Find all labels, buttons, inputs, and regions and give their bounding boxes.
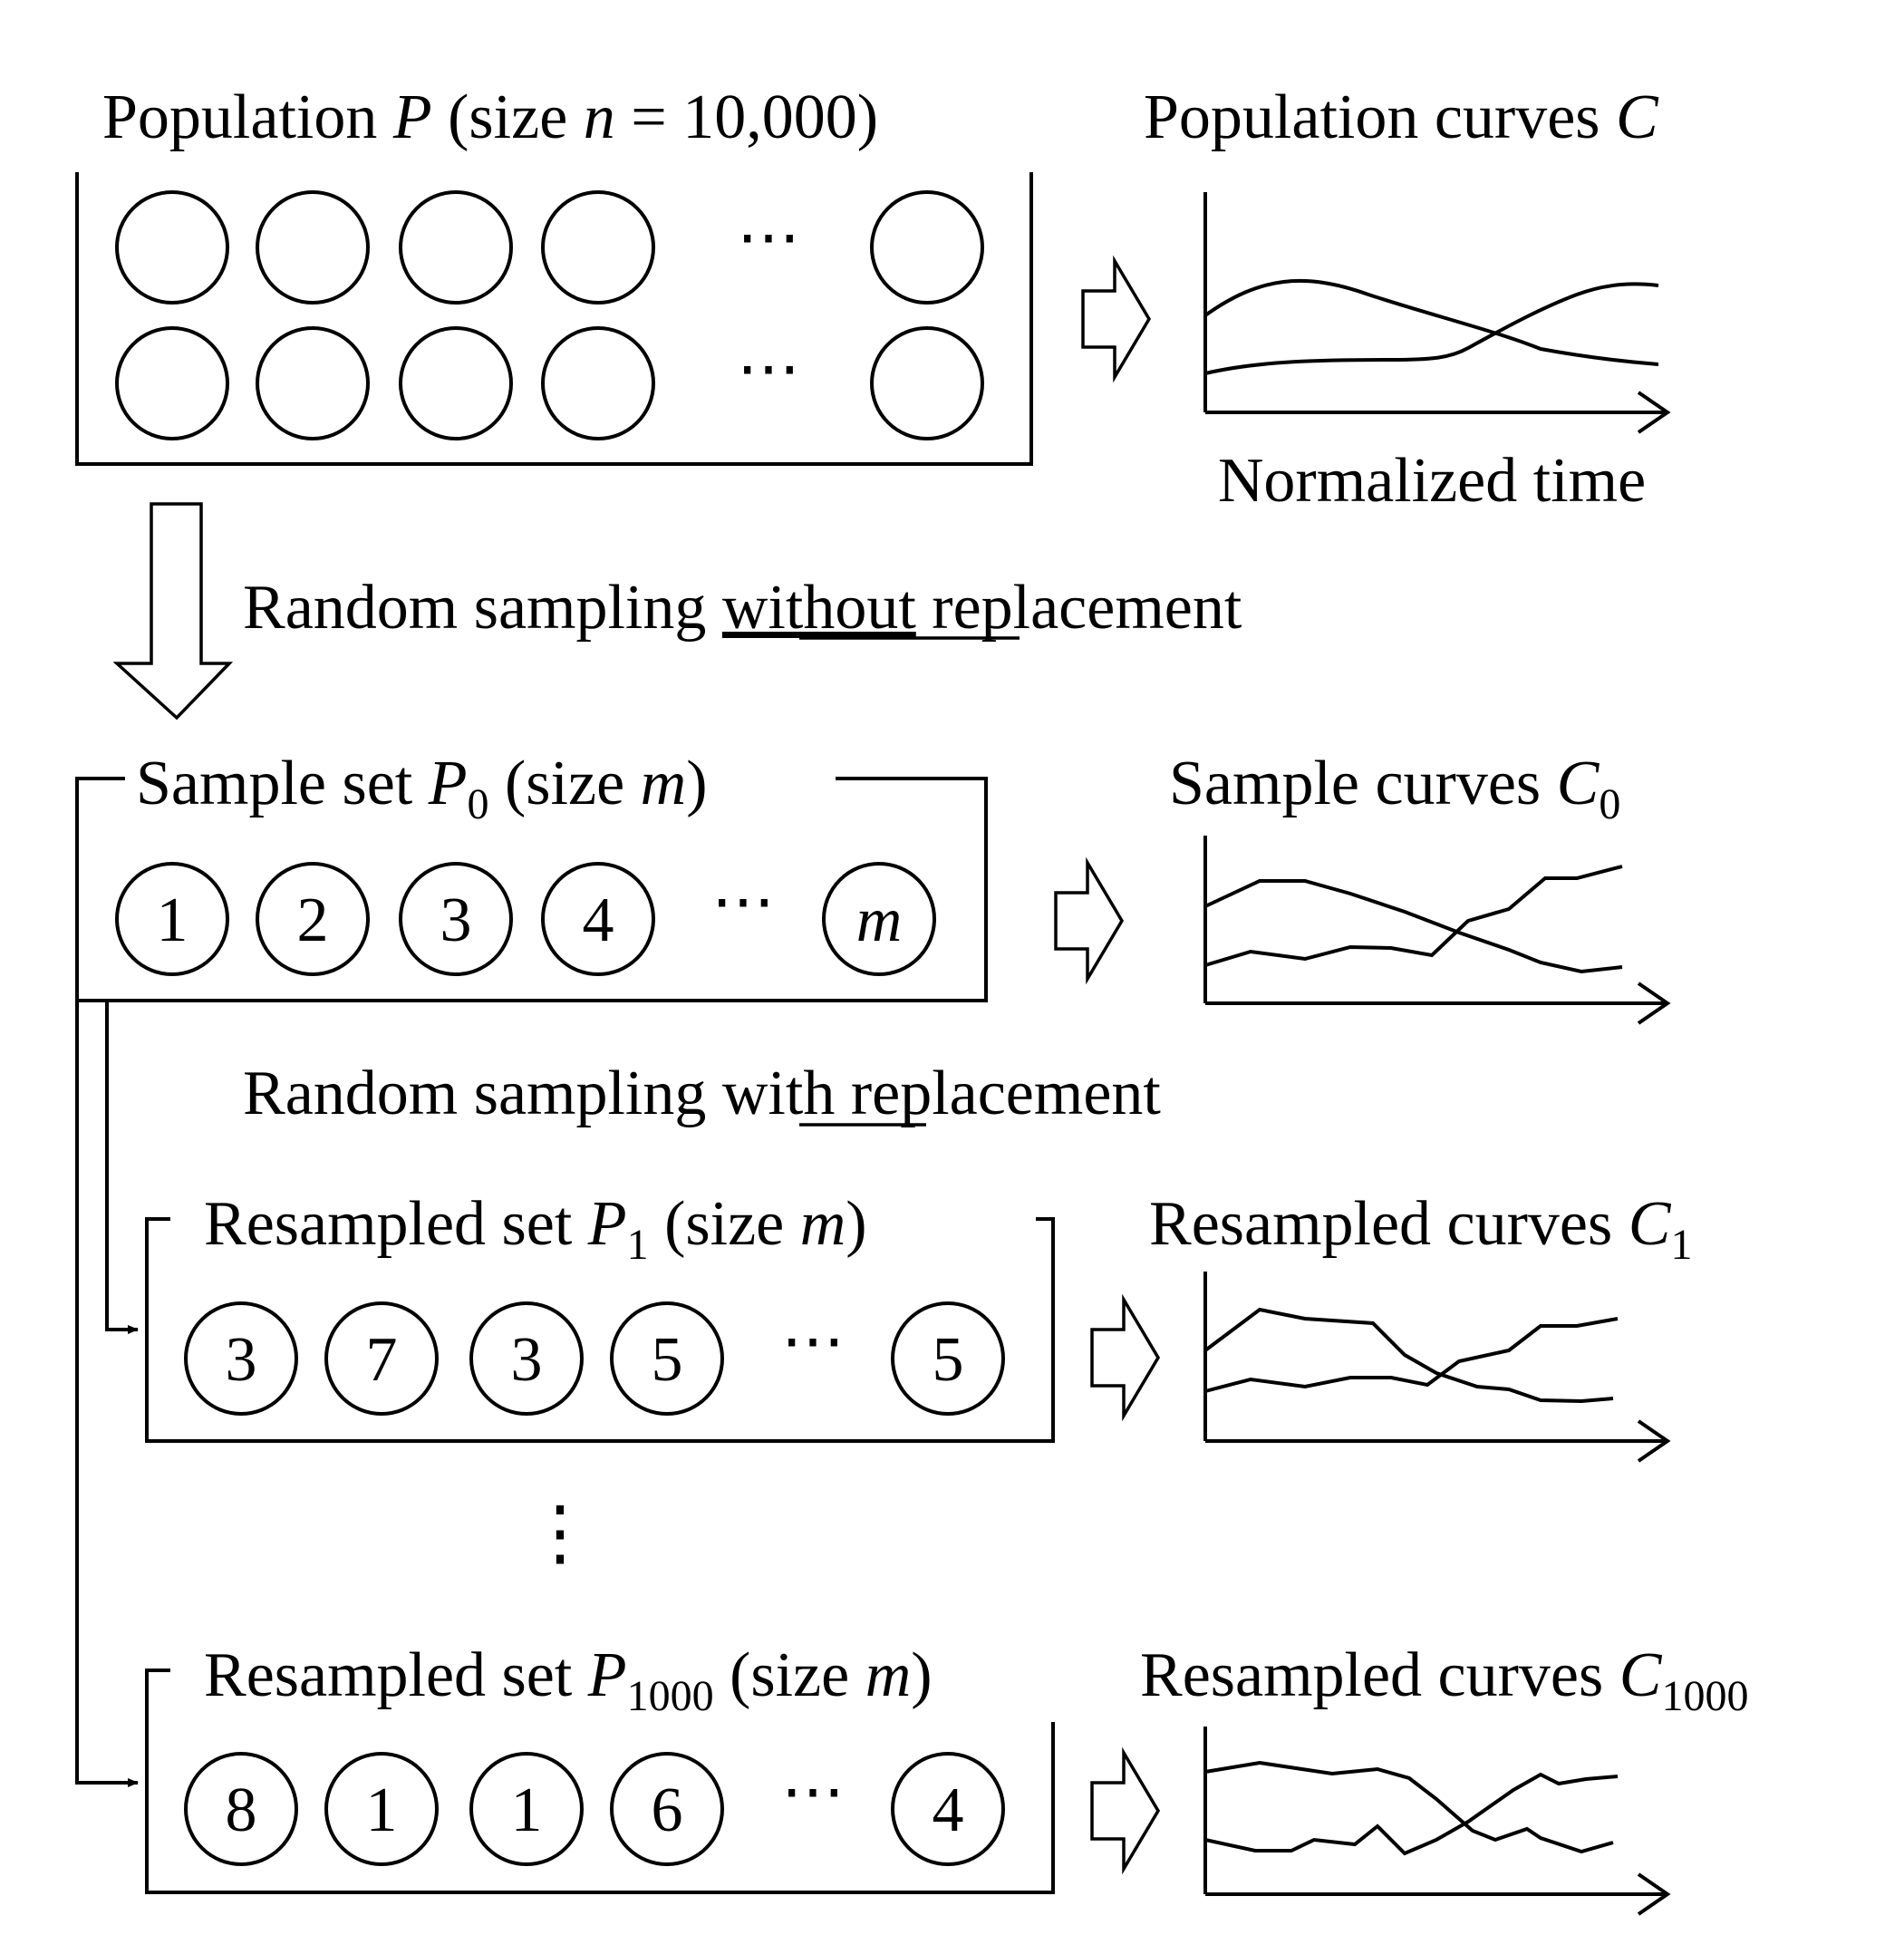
population-curves-title: Population curves C xyxy=(1144,82,1659,152)
population-ellipsis-row1: ⋯ xyxy=(737,203,800,273)
population-box xyxy=(75,172,1033,466)
resampled-1-item-label: 5 xyxy=(933,1325,964,1395)
population-circle xyxy=(541,326,655,440)
resampled-1000-items xyxy=(184,1752,1005,1866)
sampling-down-arrow xyxy=(112,502,234,721)
resampled-1-curves-chart xyxy=(1203,1272,1671,1463)
resampled-1-curves-title: Resampled curves C1 xyxy=(1149,1189,1692,1269)
resampled-1000-item-label: 6 xyxy=(652,1775,683,1845)
resampled-1-item-circle xyxy=(891,1301,1005,1416)
population-chart-x-axis xyxy=(1205,391,1671,434)
population-curves-chart xyxy=(1203,192,1671,434)
resampled-1-ellipsis: ⋯ xyxy=(781,1307,845,1377)
resampled-1000-item-circle xyxy=(324,1752,439,1866)
population-circle xyxy=(541,190,655,305)
resampled-1-chart-x-axis xyxy=(1205,1419,1671,1463)
resampled-1000-curve-1 xyxy=(1204,1760,1614,1854)
resampled-1-to-curves-arrow xyxy=(1090,1293,1161,1422)
connector-to-resampled-1000 xyxy=(75,1001,139,1787)
population-circle xyxy=(115,190,229,305)
sample-curve-2 xyxy=(1204,865,1623,967)
sample-item-label: 2 xyxy=(297,885,329,955)
sample-item-circle xyxy=(256,862,370,976)
resampled-1-item-label: 3 xyxy=(511,1325,543,1395)
sample-item-label: 4 xyxy=(583,885,614,955)
resampled-1-item-label: 7 xyxy=(366,1325,398,1395)
population-circle xyxy=(870,190,984,305)
sample-item-label: 1 xyxy=(157,885,188,955)
resampled-1-items xyxy=(184,1301,1005,1416)
population-to-curves-arrow xyxy=(1081,255,1152,383)
population-curve-1 xyxy=(1203,278,1659,366)
resampled-1-box xyxy=(145,1217,1055,1443)
resampled-1-item-label: 3 xyxy=(226,1325,257,1395)
resampled-1000-ellipsis: ⋯ xyxy=(781,1757,845,1827)
resampled-1000-to-curves-arrow xyxy=(1090,1746,1161,1875)
sample-item-label: 3 xyxy=(440,885,472,955)
vertical-ellipsis: ⋮ xyxy=(524,1494,596,1573)
resampled-1000-item-label: 4 xyxy=(933,1775,964,1845)
resampled-1-item-circle xyxy=(610,1301,724,1416)
population-circle xyxy=(256,326,370,440)
resampled-1-item-circle xyxy=(184,1301,298,1416)
population-curve-2 xyxy=(1204,282,1659,375)
resampled-1000-item-label: 8 xyxy=(226,1775,257,1845)
resampled-1-item-circle xyxy=(324,1301,439,1416)
resampled-1000-title: Resampled set P1000 (size m) xyxy=(204,1640,933,1720)
sample-curves-chart xyxy=(1203,836,1671,1025)
sample-to-curves-arrow xyxy=(1054,856,1125,985)
population-circle xyxy=(115,326,229,440)
resampled-1000-item-label: 1 xyxy=(366,1775,398,1845)
population-circles xyxy=(115,190,984,440)
sample-set-box xyxy=(75,777,988,1002)
connector-to-resampled-1 xyxy=(105,1001,139,1334)
sampling-without-label: Random sampling without replacement xyxy=(243,573,1242,643)
sample-curve-1 xyxy=(1204,879,1623,974)
sample-item-circle xyxy=(399,862,513,976)
resampled-1-item-label: 5 xyxy=(652,1325,683,1395)
sample-item-circle xyxy=(822,862,936,976)
resampled-1000-item-label: 1 xyxy=(511,1775,543,1845)
resampled-1000-curves-chart xyxy=(1203,1727,1671,1916)
x-axis-label: Normalized time xyxy=(1218,446,1646,516)
sampling-with-label: Random sampling with replacement xyxy=(243,1059,1161,1128)
resampled-1000-item-circle xyxy=(610,1752,724,1866)
resampled-1-item-circle xyxy=(469,1301,584,1416)
population-circle xyxy=(399,190,513,305)
resampled-1000-item-circle xyxy=(891,1752,1005,1866)
population-circle xyxy=(256,190,370,305)
resampled-1-title: Resampled set P1 (size m) xyxy=(204,1189,867,1269)
population-circle xyxy=(870,326,984,440)
resampled-1000-box xyxy=(145,1669,1055,1894)
sample-item-label: m xyxy=(856,885,903,955)
sample-set-title: Sample set P0 (size m) xyxy=(136,749,708,828)
resampled-1000-item-circle xyxy=(184,1752,298,1866)
population-ellipsis-row2: ⋯ xyxy=(737,334,800,404)
resampled-1000-item-circle xyxy=(469,1752,584,1866)
resampled-1-curve-1 xyxy=(1203,1307,1614,1404)
population-title: Population P (size n = 10,000) xyxy=(102,82,878,152)
sample-item-circle xyxy=(541,862,655,976)
population-circle xyxy=(399,326,513,440)
resampled-1000-chart-x-axis xyxy=(1205,1872,1671,1916)
sample-set-ellipsis: ⋯ xyxy=(711,867,775,937)
resampled-1-curve-2 xyxy=(1204,1317,1619,1393)
sample-chart-x-axis xyxy=(1205,982,1671,1025)
resampled-1000-curve-2 xyxy=(1204,1772,1619,1856)
sample-item-circle xyxy=(115,862,229,976)
resampled-1000-curves-title: Resampled curves C1000 xyxy=(1140,1640,1748,1720)
sample-set-items xyxy=(115,862,936,976)
sample-curves-title: Sample curves C0 xyxy=(1169,749,1620,828)
